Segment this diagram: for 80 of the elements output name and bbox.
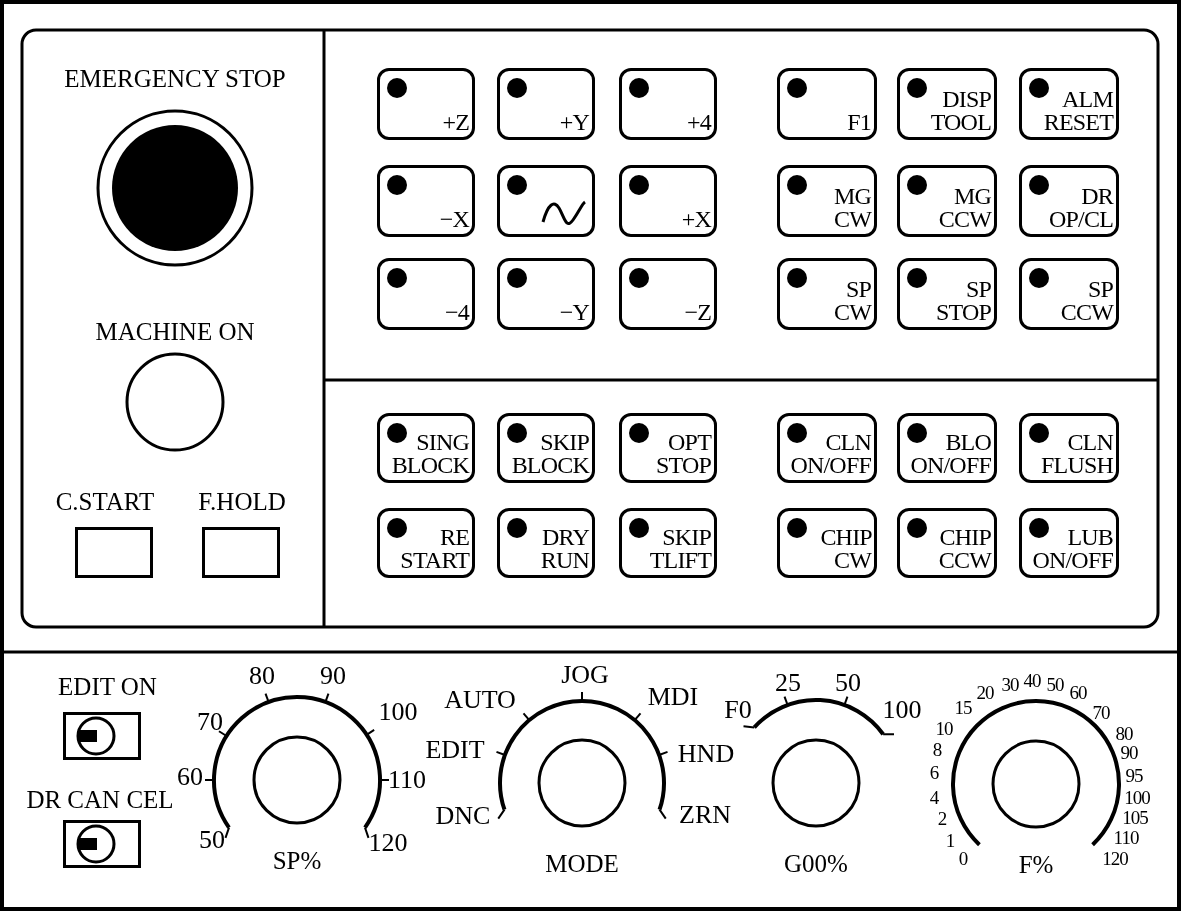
scale-label: 90 (1120, 742, 1138, 762)
key-button: SP CW (777, 258, 877, 330)
scale-label: DNC (435, 803, 491, 829)
key-button: DRY RUN (497, 508, 595, 578)
key-button: SKIP BLOCK (497, 413, 595, 483)
scale-label: 120 (1102, 848, 1128, 868)
scale-label: 6 (929, 762, 939, 782)
key-button: +Y (497, 68, 595, 140)
scale-label: 30 (1001, 674, 1019, 694)
scale-label: 0 (958, 848, 968, 868)
scale-label: JOG (561, 662, 609, 688)
scale-label: 70 (197, 709, 223, 735)
scale-label: 80 (249, 663, 275, 689)
scale-label: 10 (935, 718, 953, 738)
key-button: F1 (777, 68, 877, 140)
panel-label: EMERGENCY STOP (64, 66, 286, 91)
key-button: LUB ON/OFF (1019, 508, 1119, 578)
scale-label: 25 (775, 670, 801, 696)
scale-label: 95 (1125, 765, 1143, 785)
panel-label: EDIT ON (58, 674, 157, 699)
key-button: DISP TOOL (897, 68, 997, 140)
panel-label: F.HOLD (198, 489, 286, 514)
panel-label: F% (1018, 852, 1054, 877)
key-button: SP CCW (1019, 258, 1119, 330)
scale-label: 110 (1113, 827, 1139, 847)
scale-label: 110 (388, 767, 426, 793)
panel-label: G00% (784, 851, 848, 876)
key-button: SING BLOCK (377, 413, 475, 483)
key-button: CHIP CCW (897, 508, 997, 578)
panel-label: MACHINE ON (95, 319, 255, 344)
key-button: MG CW (777, 165, 877, 237)
scale-label: 70 (1092, 702, 1110, 722)
scale-label: 4 (929, 787, 939, 807)
key-button: CLN ON/OFF (777, 413, 877, 483)
scale-label: 1 (945, 830, 955, 850)
scale-label: HND (677, 741, 735, 767)
scale-label: F0 (724, 697, 752, 723)
scale-label: MDI (647, 684, 699, 710)
scale-label: 120 (368, 830, 408, 856)
scale-label: 20 (976, 682, 994, 702)
panel-label: SP% (272, 848, 322, 873)
key-button: −4 (377, 258, 475, 330)
scale-label: 50 (835, 670, 861, 696)
scale-label: 60 (177, 764, 203, 790)
scale-label: 100 (1124, 787, 1150, 807)
key-button: +4 (619, 68, 717, 140)
key-button: −Z (619, 258, 717, 330)
key-button: ALM RESET (1019, 68, 1119, 140)
key-button: SKIP TLIFT (619, 508, 717, 578)
key-button: RE START (377, 508, 475, 578)
key-button: −X (377, 165, 475, 237)
key-button: OPT STOP (619, 413, 717, 483)
panel-label: DR CAN CEL (26, 787, 174, 812)
scale-label: 80 (1115, 723, 1133, 743)
panel-label: C.START (55, 489, 155, 514)
key-button: CLN FLUSH (1019, 413, 1119, 483)
key-button: MG CCW (897, 165, 997, 237)
scale-label: 15 (954, 697, 972, 717)
scale-label: 60 (1069, 682, 1087, 702)
scale-label: 105 (1122, 807, 1148, 827)
scale-label: 40 (1023, 670, 1041, 690)
key-button: BLO ON/OFF (897, 413, 997, 483)
scale-label: 50 (1046, 674, 1064, 694)
scale-label: 90 (320, 663, 346, 689)
key-button (497, 165, 595, 237)
key-button: −Y (497, 258, 595, 330)
key-button: CHIP CW (777, 508, 877, 578)
scale-label: 50 (199, 827, 225, 853)
scale-label: 100 (378, 699, 418, 725)
key-button: +X (619, 165, 717, 237)
key-button: SP STOP (897, 258, 997, 330)
scale-label: AUTO (444, 687, 516, 713)
panel-label: MODE (545, 851, 619, 876)
key-button: +Z (377, 68, 475, 140)
key-button: DR OP/CL (1019, 165, 1119, 237)
scale-label: 8 (932, 739, 942, 759)
scale-label: ZRN (679, 802, 731, 828)
scale-label: 100 (882, 697, 922, 723)
scale-label: EDIT (425, 737, 485, 763)
scale-label: 2 (937, 808, 947, 828)
